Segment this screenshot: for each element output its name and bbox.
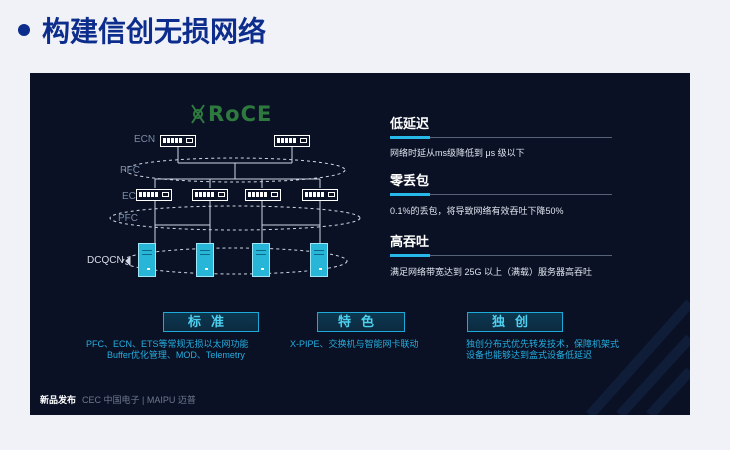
dcqcn-label: DCQCN (87, 255, 124, 266)
feature-accent (390, 193, 430, 196)
footer: 新品发布 CEC 中国电子 | MAIPU 迈普 (40, 393, 196, 406)
feature-title: 高吞吐 (390, 235, 430, 250)
feature-desc: 满足网络带宽达到 25G 以上（满载）服务器高吞吐 (390, 267, 593, 277)
slide: RoCE ECN PFC ECN PFC DCQCN 低延迟 网络时延从ms级降… (30, 73, 690, 415)
feature-title: 零丢包 (390, 174, 430, 189)
switch-icon (274, 135, 310, 147)
feature-divider (390, 137, 612, 138)
pfc-top-label: PFC (120, 165, 140, 176)
ecn-top-label: ECN (134, 134, 156, 145)
category-standard-desc: PFC、ECN、ETS等常规无损以太网功能 Buffer优化管理、MOD、Tel… (86, 339, 249, 360)
server-icon (310, 243, 328, 277)
diagram-lines (109, 104, 690, 415)
switch-icon (160, 135, 196, 147)
feature-accent (390, 136, 430, 139)
feature-desc: 0.1%的丢包，将导致网络有效吞吐下降50% (390, 206, 564, 216)
switch-icon (245, 189, 281, 201)
roce-logo: RoCE (208, 102, 273, 126)
server-icon (252, 243, 270, 277)
server-icon (196, 243, 214, 277)
launch-label: 新品发布 (40, 395, 77, 405)
category-standard-button[interactable]: 标准 (163, 312, 259, 332)
bullet-icon (18, 24, 30, 36)
brand-logos: CEC 中国电子 | MAIPU 迈普 (82, 395, 196, 405)
feature-divider (390, 194, 612, 195)
category-feature-desc: X-PIPE、交换机与智能网卡联动 (290, 339, 419, 349)
pfc-mid-label: PFC (118, 213, 138, 224)
category-original-desc: 独创分布式优先转发技术，保障机架式 设备也能够达到盒式设备低延迟 (466, 339, 620, 360)
server-icon (138, 243, 156, 277)
category-feature-button[interactable]: 特色 (317, 312, 405, 332)
feature-title: 低延迟 (390, 117, 430, 132)
switch-icon (136, 189, 172, 201)
feature-desc: 网络时延从ms级降低到 μs 级以下 (390, 148, 525, 158)
switch-icon (192, 189, 228, 201)
page-title-text: 构建信创无损网络 (42, 15, 267, 48)
page-title: 构建信创无损网络 (18, 10, 266, 50)
category-original-button[interactable]: 独创 (467, 312, 563, 332)
feature-divider (390, 255, 612, 256)
ecn-mid-label: ECN (122, 191, 144, 202)
switch-icon (302, 189, 338, 201)
feature-accent (390, 254, 430, 257)
